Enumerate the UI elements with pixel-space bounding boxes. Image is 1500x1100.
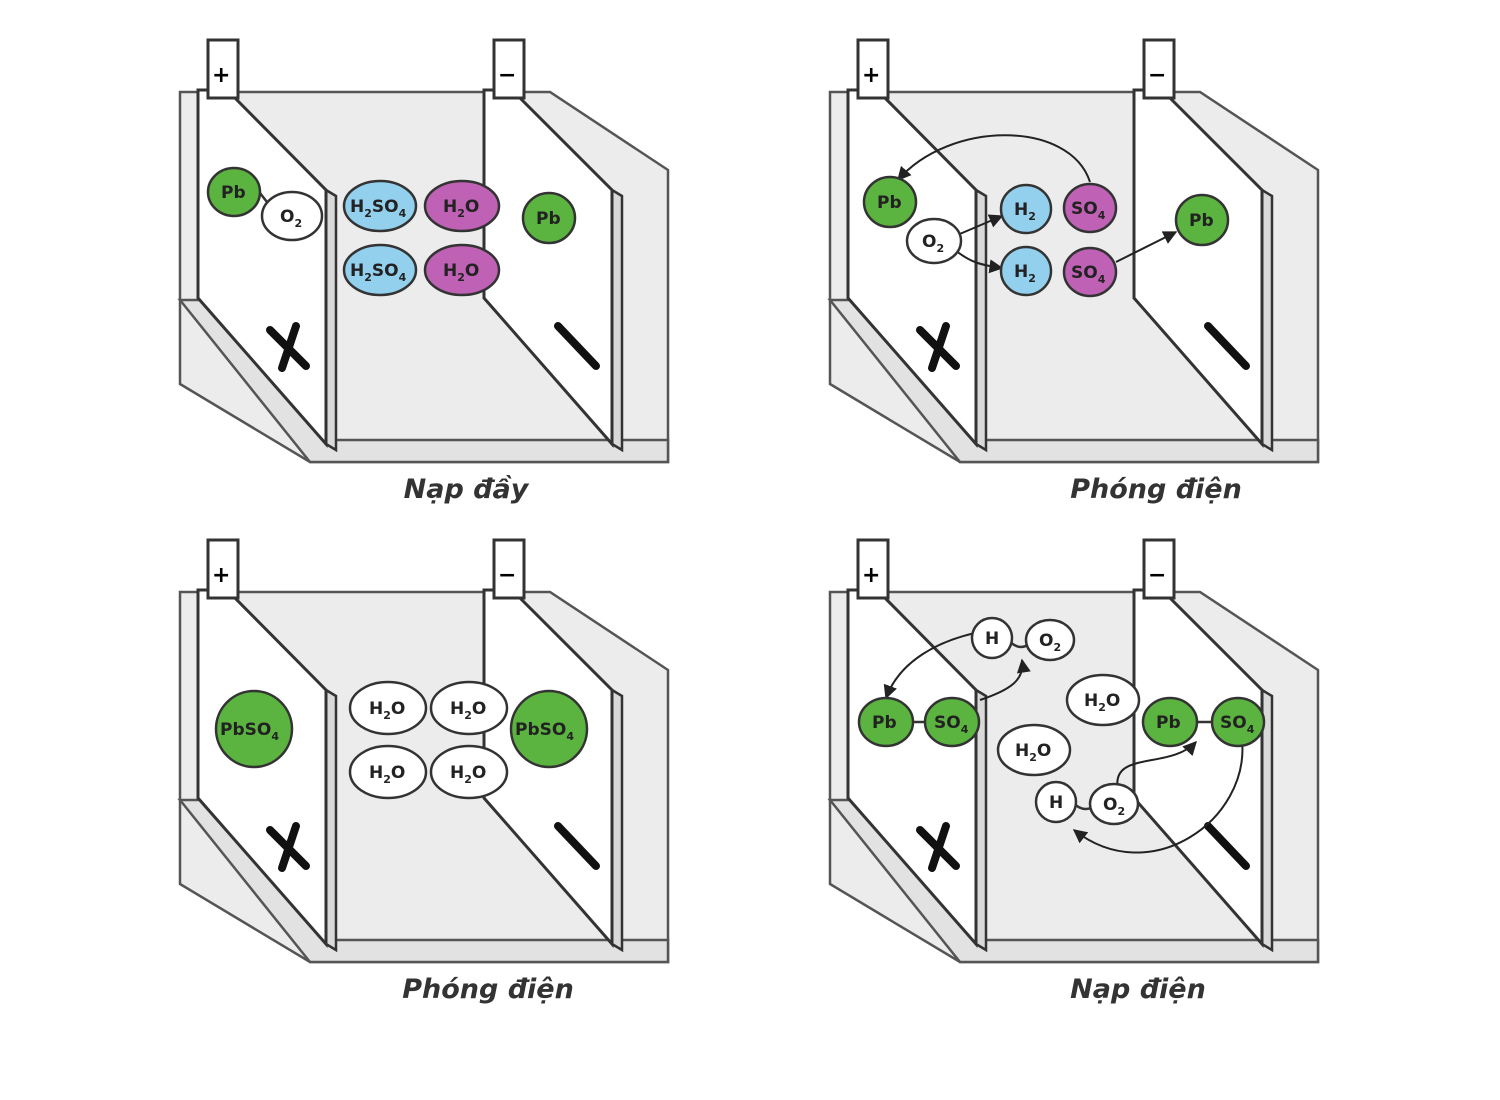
svg-text:Pb: Pb (536, 209, 561, 229)
h2o-molecule: H2O (423, 243, 501, 297)
battery-cell: + − (177, 38, 670, 464)
minus-sign-mark (1204, 822, 1250, 870)
plus-terminal-label: + (212, 63, 230, 88)
reaction-arrow (883, 631, 981, 700)
reaction-arrow (1115, 231, 1178, 263)
svg-text:PbSO4: PbSO4 (220, 720, 279, 743)
h2-molecule: H2 (999, 183, 1053, 235)
svg-text:SO4: SO4 (1220, 713, 1255, 736)
h-o2-molecule: H O2 (1034, 780, 1140, 826)
pb-so4-molecule: Pb SO4 (1141, 696, 1266, 748)
svg-text:Pb: Pb (1189, 211, 1214, 231)
h2o-molecule: H2O (348, 744, 428, 800)
svg-text:SO4: SO4 (1071, 263, 1106, 286)
pbso4-molecule: PbSO4 (509, 689, 589, 769)
h2so4-molecule: H2SO4 (342, 243, 418, 297)
svg-text:H2SO4: H2SO4 (350, 197, 407, 220)
pbso4-molecule: PbSO4 (214, 689, 294, 769)
so4-molecule: SO4 (1062, 246, 1118, 298)
pb-molecule: Pb (521, 191, 577, 245)
minus-terminal-label: − (498, 63, 516, 88)
reaction-arrow (897, 134, 1091, 183)
h2o-molecule: H2O (996, 723, 1072, 777)
minus-terminal-label: − (498, 563, 516, 588)
minus-sign-mark (554, 322, 600, 370)
minus-sign-mark (554, 822, 600, 870)
pb-molecule: Pb (1174, 193, 1230, 247)
plus-sign-mark (916, 822, 960, 872)
h2o-molecule: H2O (1065, 673, 1141, 727)
svg-text:H2SO4: H2SO4 (350, 261, 407, 284)
svg-text:H2O: H2O (450, 763, 486, 786)
pb-molecule: Pb (862, 175, 918, 229)
svg-text:H2O: H2O (369, 763, 405, 786)
h2o-molecule: H2O (348, 680, 428, 736)
plus-terminal-label: + (212, 563, 230, 588)
minus-sign-mark (1204, 322, 1250, 370)
reaction-arrow (954, 249, 1004, 274)
pb-o2-molecule: Pb O2 (206, 166, 324, 242)
svg-text:SO4: SO4 (1071, 199, 1106, 222)
svg-text:H2O: H2O (1084, 691, 1120, 714)
plus-terminal-label: + (862, 63, 880, 88)
panel-caption: Phóng điện (402, 974, 574, 1005)
svg-text:Pb: Pb (872, 713, 897, 733)
svg-text:Pb: Pb (877, 193, 902, 213)
reaction-arrow (1116, 740, 1197, 791)
plus-sign-mark (266, 822, 310, 872)
svg-text:H2O: H2O (369, 699, 405, 722)
o2-molecule: O2 (905, 217, 963, 265)
h2-molecule: H2 (999, 245, 1053, 297)
reaction-arrow (954, 214, 1004, 237)
minus-terminal-label: − (1148, 63, 1166, 88)
minus-terminal-label: − (1148, 563, 1166, 588)
plus-sign-mark (266, 322, 310, 372)
pb-so4-molecule: Pb SO4 (857, 696, 981, 748)
so4-molecule: SO4 (1062, 182, 1118, 234)
battery-cell: + − (827, 538, 1320, 964)
svg-text:H: H (985, 629, 999, 649)
plus-terminal-label: + (862, 563, 880, 588)
svg-text:H2O: H2O (1015, 741, 1051, 764)
h2so4-molecule: H2SO4 (342, 179, 418, 233)
h2o-molecule: H2O (423, 179, 501, 233)
h-o2-molecule: H O2 (970, 616, 1076, 662)
svg-text:H2O: H2O (443, 261, 479, 284)
plus-sign-mark (916, 322, 960, 372)
panel-fully-charged: + − Pb O2 H2SO4 H2O H2SO4 H2O (177, 38, 670, 505)
panel-caption: Nạp đầy (404, 474, 530, 505)
svg-text:H2O: H2O (450, 699, 486, 722)
svg-text:SO4: SO4 (934, 713, 969, 736)
h2o-molecule: H2O (429, 680, 509, 736)
svg-text:Pb: Pb (221, 183, 246, 203)
svg-text:PbSO4: PbSO4 (515, 720, 574, 743)
reaction-arrow (1072, 739, 1244, 854)
svg-text:H: H (1049, 793, 1063, 813)
panel-charging: + − Pb SO4 H O2 H2O H2O (827, 538, 1320, 1005)
panel-discharging-process: + − Pb O2 H2 SO4 H2 SO (827, 38, 1320, 505)
h2o-molecule: H2O (429, 744, 509, 800)
svg-text:H2O: H2O (443, 197, 479, 220)
battery-cell: + − (827, 38, 1320, 464)
reaction-arrow (979, 658, 1031, 701)
panel-discharged: + − PbSO4 H2O H2O H2O H2O PbSO4 P (177, 538, 670, 1005)
panel-caption: Nạp điện (1070, 974, 1206, 1005)
svg-text:Pb: Pb (1156, 713, 1181, 733)
panel-caption: Phóng điện (1070, 474, 1242, 505)
